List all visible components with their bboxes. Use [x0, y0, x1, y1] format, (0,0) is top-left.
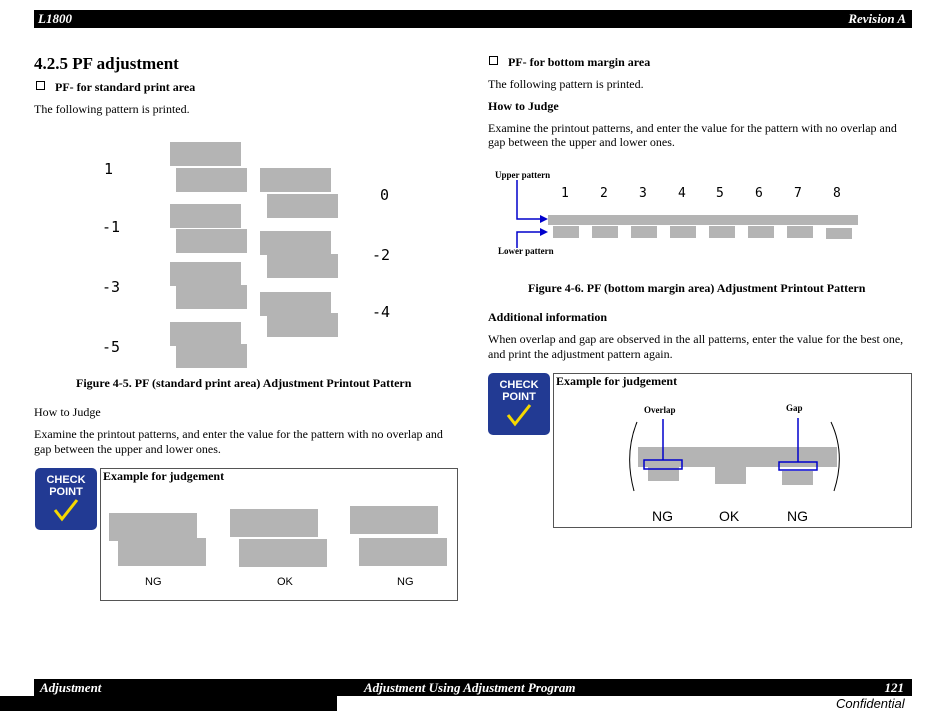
result-label: OK — [719, 508, 740, 524]
footer-black-strip — [0, 696, 337, 711]
right-how-heading: How to Judge — [488, 99, 559, 113]
footer-chapter: Adjustment Using Adjustment Program — [364, 680, 576, 695]
overlap-label: Overlap — [644, 405, 676, 415]
additional-info-heading: Additional information — [488, 310, 608, 324]
checkmark-icon — [506, 404, 532, 427]
example-title: Example for judgement — [103, 469, 225, 483]
figure-caption: Figure 4-5. PF (standard print area) Adj… — [76, 376, 412, 390]
gap-label: Gap — [786, 403, 803, 413]
result-label: NG — [787, 508, 808, 524]
pattern-number: 3 — [639, 186, 647, 201]
pattern-block — [239, 539, 327, 567]
result-label: NG — [397, 576, 414, 588]
judgement-diagram — [629, 418, 840, 492]
pattern-number: 7 — [794, 186, 802, 201]
checkbox-square-icon — [36, 81, 45, 90]
lower-block — [748, 226, 774, 238]
section-heading: 4.2.5 PF adjustment — [34, 54, 179, 73]
additional-info-line: When overlap and gap are observed in the… — [488, 332, 904, 346]
check-point-text: POINT — [49, 486, 83, 498]
figure-caption: Figure 4-6. PF (bottom margin area) Adju… — [528, 281, 866, 295]
pattern-number: 6 — [755, 186, 763, 201]
pattern-block — [350, 506, 438, 534]
pattern-block — [260, 292, 331, 316]
judge-text-line: Examine the printout patterns, and enter… — [34, 427, 443, 441]
right-intro: The following pattern is printed. — [488, 77, 644, 91]
pattern-block — [260, 168, 331, 192]
lower-block — [709, 226, 735, 238]
header-bar: L1800 Revision A — [34, 10, 912, 28]
lower-block — [631, 226, 657, 238]
pattern-label: 1 — [104, 160, 114, 178]
pattern-number: 8 — [833, 186, 841, 201]
confidential-label: Confidential — [836, 696, 905, 711]
check-point-icon: CHECK POINT — [35, 468, 97, 530]
upper-bar — [548, 215, 858, 225]
pattern-arrows — [516, 180, 548, 248]
lower-block — [670, 226, 696, 238]
check-point-icon: CHECK POINT — [488, 373, 550, 435]
pattern-block — [176, 229, 247, 253]
footer-section: Adjustment — [40, 680, 102, 695]
pattern-block — [176, 344, 247, 368]
pattern-label: -2 — [372, 246, 391, 264]
pattern-block — [118, 538, 206, 566]
additional-info-line: and print the adjustment pattern again. — [488, 347, 673, 361]
footer-bar: Adjustment Adjustment Using Adjustment P… — [34, 679, 912, 696]
result-label: NG — [652, 508, 673, 524]
checkmark-icon — [53, 499, 79, 522]
pattern-block — [176, 285, 247, 309]
pattern-label: -3 — [102, 278, 121, 296]
lower-block — [553, 226, 579, 238]
pattern-block — [176, 168, 247, 192]
pattern-block — [267, 313, 338, 337]
pattern-block — [267, 194, 338, 218]
pattern-block — [170, 142, 241, 166]
pattern-block — [260, 231, 331, 255]
how-to-judge-heading: How to Judge — [34, 405, 101, 419]
header-title: L1800 — [38, 11, 72, 26]
result-label: NG — [145, 576, 162, 588]
pattern-number: 5 — [716, 186, 724, 201]
check-point-text: POINT — [502, 391, 536, 403]
pattern-label: -4 — [372, 303, 391, 321]
pattern-block — [170, 204, 241, 228]
check-point-text: CHECK — [499, 379, 539, 391]
judgement-example-box: Example for judgement Overlap Gap NG OK … — [553, 373, 912, 528]
judgement-example-box: Example for judgement NG OK NG — [100, 468, 458, 601]
left-subheading: PF- for standard print area — [36, 80, 195, 95]
pattern-block — [109, 513, 197, 541]
example-title: Example for judgement — [556, 374, 678, 388]
checkbox-square-icon — [489, 56, 498, 65]
left-intro: The following pattern is printed. — [34, 102, 190, 116]
pattern-block — [359, 538, 447, 566]
page-number: 121 — [884, 680, 905, 695]
pattern-number: 2 — [600, 186, 608, 201]
lower-block — [592, 226, 618, 238]
pattern-label: 0 — [380, 186, 390, 204]
pattern-label: -1 — [102, 218, 121, 236]
lower-block — [787, 226, 813, 238]
judge-text-line: Examine the printout patterns, and enter… — [488, 121, 897, 135]
header-revision: Revision A — [848, 11, 906, 26]
judge-text-line: gap between the upper and lower ones. — [488, 135, 675, 149]
upper-pattern-label: Upper pattern — [495, 170, 551, 180]
lower-pattern-label: Lower pattern — [498, 246, 554, 256]
result-label: OK — [277, 576, 293, 588]
pattern-block — [170, 262, 241, 286]
pattern-block — [267, 254, 338, 278]
pattern-label: -5 — [102, 338, 121, 356]
pattern-block — [230, 509, 318, 537]
pattern-number: 1 — [561, 186, 569, 201]
pattern-number: 4 — [678, 186, 686, 201]
check-point-text: CHECK — [46, 474, 86, 486]
lower-block — [826, 228, 852, 239]
judge-text-line: gap between the upper and lower ones. — [34, 442, 221, 456]
pattern-block — [170, 322, 241, 346]
right-subheading: PF- for bottom margin area — [489, 55, 650, 70]
